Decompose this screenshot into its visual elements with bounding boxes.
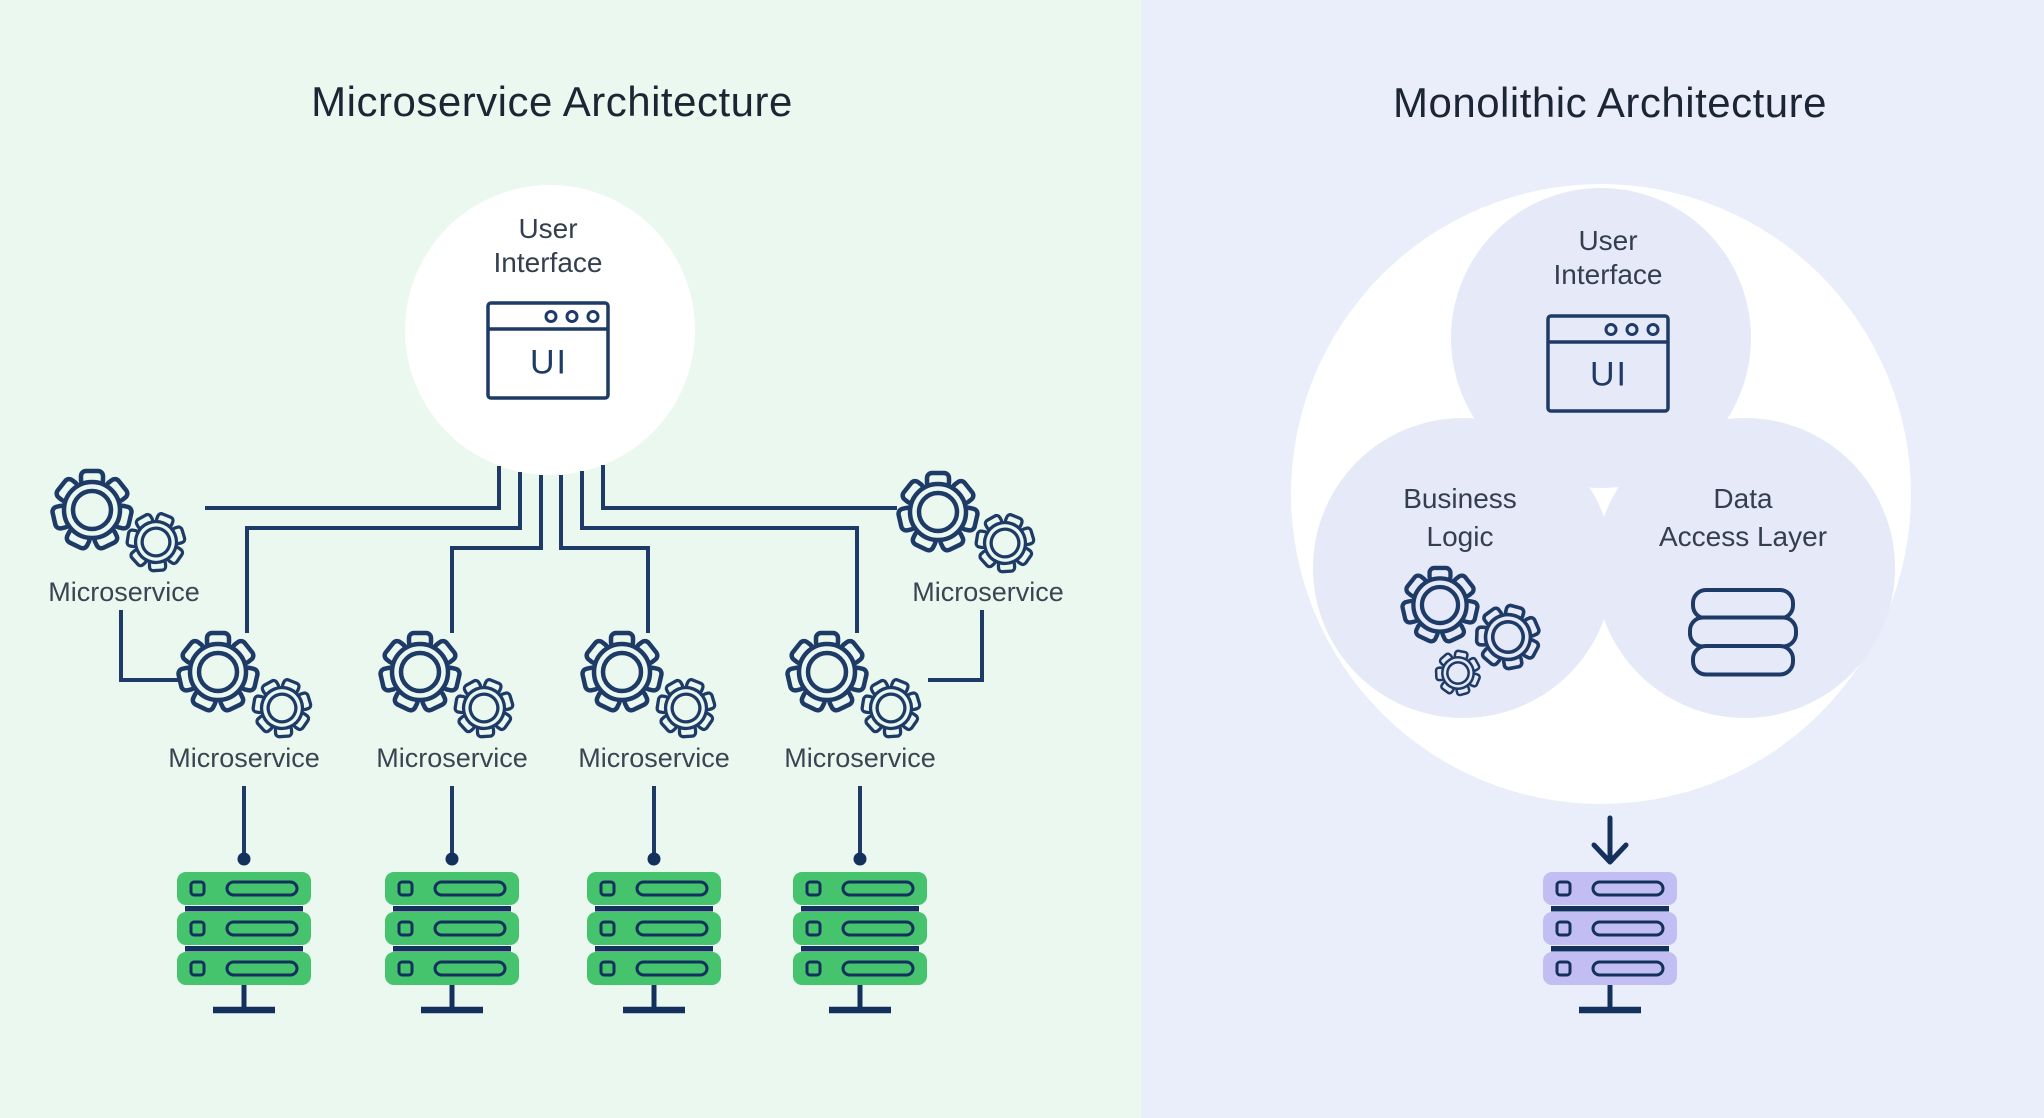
arrow-down-icon: [1591, 815, 1629, 865]
microservice-label-1: Microservice: [168, 742, 320, 773]
right-ui-glyph: UI: [1590, 355, 1628, 394]
line-to-service-3: [559, 475, 650, 633]
business-logic-label-line2: Logic: [1426, 521, 1494, 553]
left-panel-title: Microservice Architecture: [311, 77, 793, 125]
data-access-label-line2: Access Layer: [1658, 521, 1828, 553]
line-to-outer-right: [601, 465, 897, 510]
database-disk: [1691, 644, 1795, 677]
gear-icon: [787, 633, 868, 712]
microservice-label-4: Microservice: [784, 742, 936, 773]
right-ui-node-label-line2: Interface: [1553, 259, 1663, 291]
connection-lines: [119, 465, 984, 853]
right-ui-node-label-line1: User: [1578, 225, 1638, 257]
right-panel-title: Monolithic Architecture: [1392, 78, 1828, 126]
server-icon: [587, 872, 721, 1010]
server-icon: [385, 872, 519, 1010]
connector-dot: [445, 852, 459, 866]
database-icon: [1688, 588, 1798, 677]
business-logic-label-line1: Business: [1403, 483, 1517, 515]
connector-dots: [237, 852, 867, 866]
gear-icon: [582, 633, 663, 712]
outer-left-microservice-label: Microservice: [48, 576, 200, 607]
gear-icon: [380, 633, 461, 712]
server-icon: [177, 872, 311, 1010]
server-icon: [793, 872, 927, 1010]
line-to-service-1: [245, 472, 522, 633]
ui-node-label-line2: Interface: [493, 247, 603, 279]
connector-dot: [853, 852, 867, 866]
data-access-venn-circle: [1595, 418, 1895, 718]
ui-node-label-line1: User: [518, 213, 578, 245]
connector-dot: [237, 852, 251, 866]
line-to-service-4: [580, 471, 859, 633]
gear-icon: [178, 633, 259, 712]
microservice-label-3: Microservice: [578, 742, 730, 773]
gear-icon: [898, 473, 979, 552]
gear-icon: [52, 471, 133, 550]
line-to-service-2: [450, 475, 543, 633]
outer-right-elbow: [928, 610, 984, 682]
database-disk: [1691, 588, 1795, 621]
server-icon: [1543, 872, 1677, 1010]
microservice-label-2: Microservice: [376, 742, 528, 773]
database-disk: [1688, 615, 1798, 649]
ui-glyph: UI: [530, 343, 568, 382]
connector-dot: [647, 852, 661, 866]
outer-right-microservice-label: Microservice: [912, 576, 1064, 607]
line-to-outer-left: [205, 466, 501, 510]
outer-left-elbow: [119, 610, 178, 682]
data-access-label-line1: Data: [1713, 483, 1773, 515]
